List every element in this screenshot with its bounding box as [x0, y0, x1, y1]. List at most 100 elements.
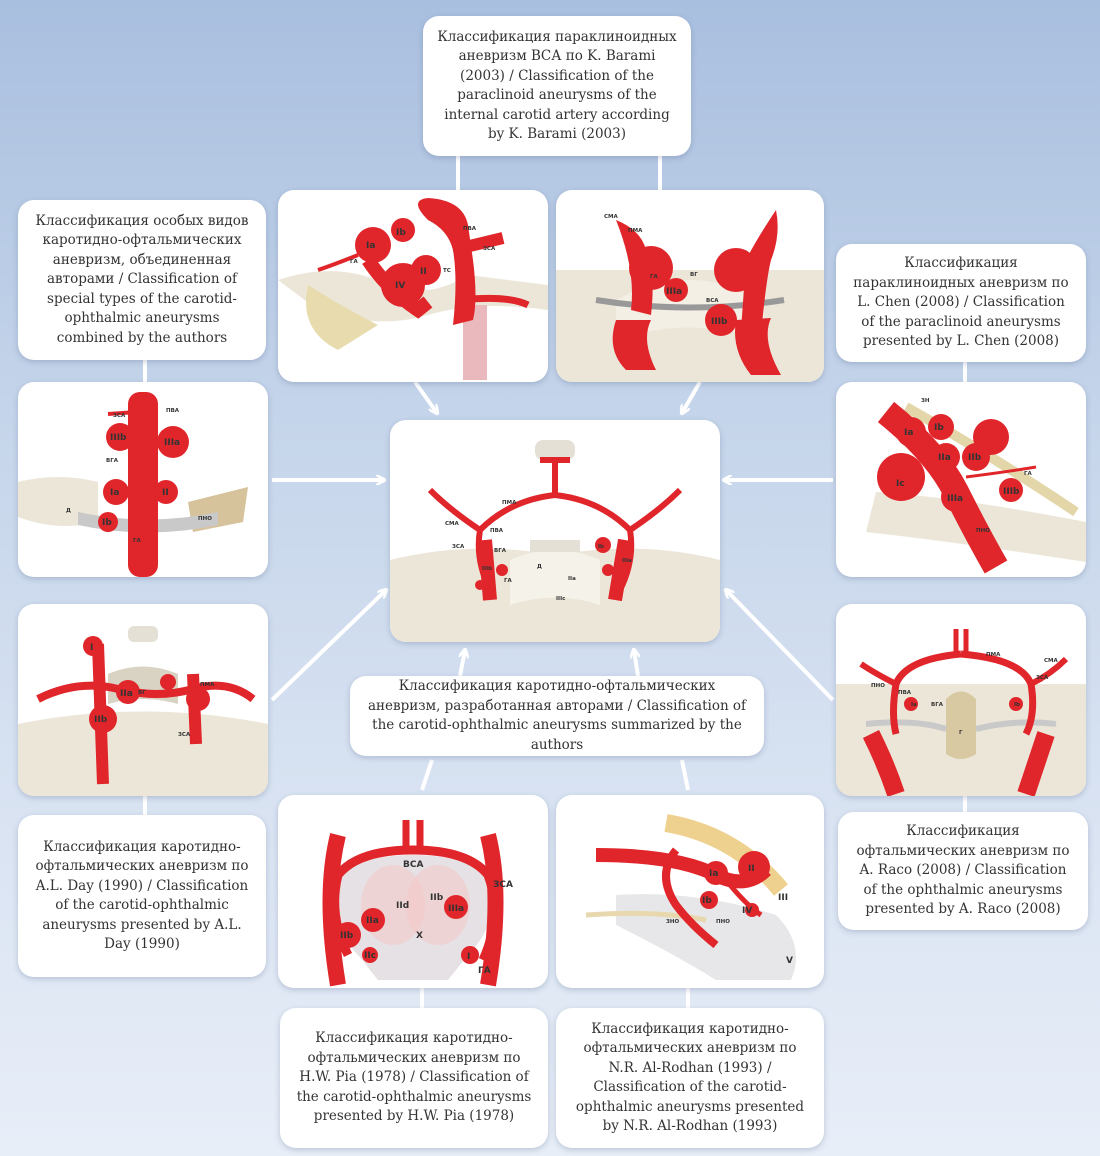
- label-center-sma: СМА: [445, 521, 460, 527]
- label-barami-ts: ТС: [443, 268, 451, 274]
- label-alrodhan-IV: IV: [742, 906, 752, 916]
- label-chen-IIIb: IIIb: [1003, 487, 1020, 497]
- label-chen-Ib: Ib: [934, 423, 944, 433]
- barami-illustration: Ia Ib II IV ПВА ЗСА ГА ТС: [278, 198, 548, 380]
- label-day-vg: ВГ: [138, 690, 146, 696]
- label-day-zsa: ЗСА: [178, 732, 191, 738]
- caption-barami: Классификация параклиноидных аневризм ВС…: [423, 16, 691, 156]
- label-chen-zn: ЗН: [921, 398, 930, 404]
- caption-alrodhan: Классификация каротидно-офтальмических а…: [556, 1008, 824, 1148]
- label-special-IIIa: IIIa: [164, 438, 180, 448]
- label-special-II: II: [162, 488, 169, 498]
- label-alrodhan-II: II: [748, 864, 755, 874]
- caption-authors-special-text: Классификация особых видов каротидно-офт…: [35, 212, 249, 346]
- label-center-ga: ГА: [504, 578, 513, 584]
- label-barami2-pma: ПМА: [628, 228, 643, 234]
- label-special-Ib: Ib: [102, 518, 112, 528]
- label-pia-IIIa: IIIa: [448, 904, 464, 914]
- label-raco-Ib: Ib: [1014, 702, 1020, 708]
- label-chen-Ia: Ia: [904, 428, 913, 438]
- barami-illustration-panel: Ia Ib II IV ПВА ЗСА ГА ТС: [278, 190, 548, 382]
- label-barami2-ga: ГА: [650, 274, 659, 280]
- label-chen-ga: ГА: [1024, 471, 1033, 477]
- label-chen-pno: ПНО: [976, 528, 990, 534]
- chen-illustration: ЗН Ia Ib IIa IIb Ic IIIa IIIb ГА ПНО: [866, 398, 1086, 574]
- label-center-IIIb: IIIb: [482, 566, 492, 572]
- caption-pia: Классификация каротидно-офтальмических а…: [280, 1008, 548, 1148]
- label-special-vga: ВГА: [106, 458, 119, 464]
- label-pia-ga: ГА: [478, 966, 491, 976]
- label-pia-IId: IId: [396, 901, 409, 911]
- day-panel: I IIa IIb ПМА ВГ ЗСА: [18, 604, 268, 796]
- label-raco-sma: СМА: [1044, 658, 1059, 664]
- label-center-vga: ВГА: [494, 548, 507, 554]
- label-special-Ia: Ia: [110, 488, 119, 498]
- arrow-summary-right: [634, 650, 638, 677]
- caption-alrodhan-text: Классификация каротидно-офтальмических а…: [575, 1020, 805, 1135]
- label-special-zsa: ЗСА: [113, 413, 126, 419]
- label-center-pma: ПМА: [502, 500, 517, 506]
- label-chen-Ic: Ic: [896, 479, 905, 489]
- label-barami2-vsa: ВСА: [706, 298, 719, 304]
- label-barami2-sma: СМА: [604, 214, 619, 220]
- label-pia-x: X: [416, 931, 423, 941]
- label-barami-Ia: Ia: [366, 241, 375, 251]
- caption-chen-text: Классификация параклиноидных аневризм по…: [853, 255, 1069, 350]
- label-center-d: Д: [537, 564, 542, 570]
- label-pia-vsa: ВСА: [403, 860, 423, 870]
- caption-authors-summary: Классификация каротидно-офтальмических а…: [350, 676, 764, 756]
- arrow-day: [270, 590, 386, 702]
- caption-authors-special: Классификация особых видов каротидно-офт…: [18, 200, 266, 360]
- arrow-barami-1: [413, 380, 437, 413]
- label-barami2-IIIb: IIIb: [711, 317, 728, 327]
- chen-panel: ЗН Ia Ib IIa IIb Ic IIIa IIIb ГА ПНО: [836, 382, 1086, 577]
- raco-illustration: ПМА СМА ЗСА ПНО ПВА ВГА Ia Ib Г: [836, 629, 1086, 796]
- label-day-IIa: IIa: [120, 689, 133, 699]
- label-raco-vga: ВГА: [931, 702, 944, 708]
- caption-day: Классификация каротидно-офтальмических а…: [18, 815, 266, 977]
- label-special-d: Д: [66, 508, 71, 514]
- label-barami-II: II: [420, 267, 427, 277]
- barami-coronal-illustration: СМА ПМА ГА ВГ IIIa ВСА IIIb: [556, 210, 824, 382]
- label-center-Ib: Ib: [598, 544, 604, 550]
- label-day-I: I: [90, 643, 93, 653]
- label-alrodhan-zno: ЗНО: [666, 919, 680, 925]
- label-pia-IIb-inner: IIb: [430, 893, 444, 903]
- label-chen-IIIa: IIIa: [947, 494, 963, 504]
- caption-raco-text: Классификация офтальмических аневризм по…: [856, 823, 1070, 918]
- label-day-pma: ПМА: [200, 682, 215, 688]
- label-barami-ga: ГА: [350, 259, 359, 265]
- label-center-pva: ПВА: [490, 528, 504, 534]
- label-barami-zsa: ЗСА: [483, 246, 496, 252]
- label-alrodhan-Ia: Ia: [709, 869, 718, 879]
- caption-chen: Классификация параклиноидных аневризм по…: [836, 244, 1086, 362]
- special-types-panel: ПВА ЗСА IIIb IIIa ВГА Ia II Ib Д ГА ПНО: [18, 382, 268, 577]
- alrodhan-panel: Ia II Ib IV III ЗНО ПНО V: [556, 795, 824, 988]
- label-special-pva: ПВА: [166, 408, 180, 414]
- raco-panel: ПМА СМА ЗСА ПНО ПВА ВГА Ia Ib Г: [836, 604, 1086, 796]
- label-alrodhan-V: V: [786, 956, 793, 966]
- label-alrodhan-Ib: Ib: [702, 896, 712, 906]
- center-summary-illustration: ПМА СМА ПВА ЗСА ВГА Д ГА IIIb IIa IIIa I…: [390, 440, 720, 642]
- label-center-IIIa: IIIa: [622, 558, 632, 564]
- connector-alrodhan-center: [680, 759, 690, 791]
- label-barami-Ib: Ib: [396, 228, 406, 238]
- pia-panel: ВСА ЗСА IId IIb IIIa IIa IIb IIc X I ГА: [278, 795, 548, 988]
- special-types-illustration: ПВА ЗСА IIIb IIIa ВГА Ia II Ib Д ГА ПНО: [18, 392, 248, 577]
- label-alrodhan-pno: ПНО: [716, 919, 730, 925]
- label-raco-g: Г: [959, 730, 963, 736]
- alrodhan-illustration: Ia II Ib IV III ЗНО ПНО V: [585, 814, 796, 980]
- label-pia-I: I: [467, 952, 470, 962]
- label-special-pno: ПНО: [198, 516, 212, 522]
- label-raco-pma: ПМА: [986, 652, 1001, 658]
- label-barami-IV: IV: [395, 281, 405, 291]
- label-special-ga: ГА: [133, 538, 142, 544]
- label-pia-IIa: IIa: [366, 916, 379, 926]
- arrow-barami-2: [682, 380, 702, 413]
- label-pia-IIb: IIb: [340, 931, 354, 941]
- label-chen-IIb: IIb: [968, 453, 982, 463]
- label-day-IIb: IIb: [94, 715, 108, 725]
- label-center-zsa: ЗСА: [452, 544, 465, 550]
- label-barami2-IIIa: IIIa: [666, 287, 682, 297]
- label-raco-pva: ПВА: [898, 690, 912, 696]
